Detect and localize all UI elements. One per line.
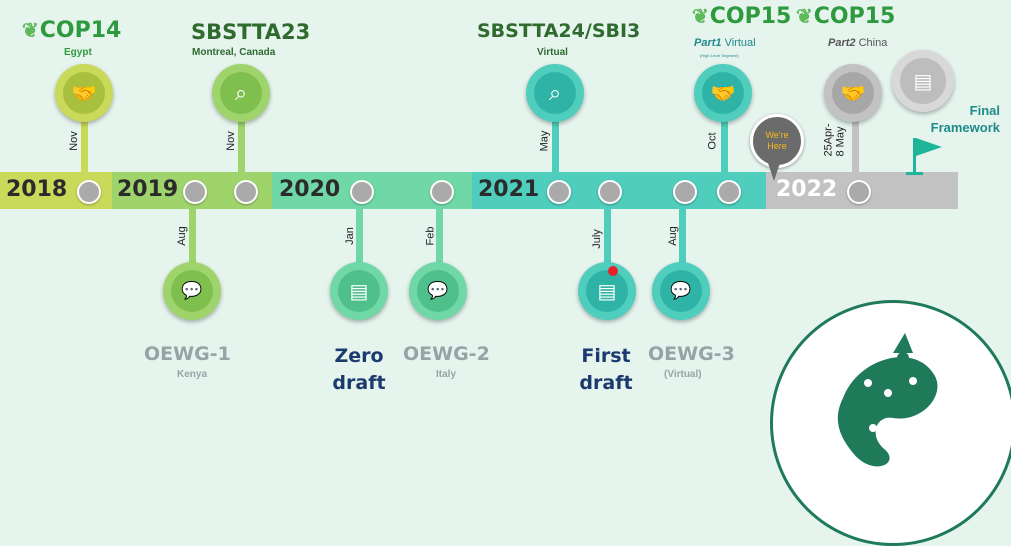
event-circle-sbstta23[interactable]: ⌕ (212, 64, 270, 122)
month-label: Jan (343, 227, 356, 245)
timeline-dot (430, 180, 454, 204)
event-circle-first-draft[interactable]: ▤ (578, 262, 636, 320)
timeline-dot (673, 180, 697, 204)
event-title-oewg2: OEWG-2 (403, 343, 490, 365)
connector-stem (721, 112, 728, 182)
leaf-icon: ❦ (692, 6, 709, 28)
event-title-zero-draft: Zero draft (332, 345, 386, 394)
connector-stem (189, 200, 196, 270)
flag-cloth (916, 138, 942, 156)
location-pin: We're Here (750, 114, 804, 168)
event-circle-sbstta24[interactable]: ⌕ (526, 64, 584, 122)
connector-stem (679, 200, 686, 270)
connector-stem (81, 112, 88, 182)
event-subtitle: Montreal, Canada (192, 47, 276, 58)
year-label-2021: 2021 (478, 177, 540, 202)
month-label: Aug (175, 226, 188, 246)
magnifier-icon: ⌕ (548, 80, 562, 105)
event-circle-oewg3[interactable]: 💬 (652, 262, 710, 320)
month-label: July (590, 229, 603, 249)
year-label-2020: 2020 (279, 177, 341, 202)
event-title-sbstta23: SBSTTA23 (191, 20, 311, 44)
timeline-dot (183, 180, 207, 204)
timeline-dot (234, 180, 258, 204)
event-note: (High Level Segment) (700, 53, 739, 58)
event-circle-cop15-part2[interactable]: 🤝 (824, 64, 882, 122)
event-circle-zero-draft[interactable]: ▤ (330, 262, 388, 320)
connector-stem (238, 112, 245, 182)
connector-stem (436, 200, 443, 270)
event-title-oewg1: OEWG-1 (144, 343, 231, 365)
event-subtitle: Italy (436, 369, 457, 380)
event-subtitle: Virtual (537, 47, 568, 58)
connector-stem (852, 112, 859, 182)
month-label: Nov (67, 131, 80, 151)
event-circle-cop15-part1[interactable]: 🤝 (694, 64, 752, 122)
event-title-cop15-part2: ❦COP15 (796, 4, 896, 29)
timeline-dot (847, 180, 871, 204)
handshake-icon: 🤝 (840, 82, 866, 105)
chat-icon: 💬 (670, 281, 692, 300)
event-subtitle: (Virtual) (664, 369, 702, 380)
year-label-2019: 2019 (117, 177, 179, 202)
month-label: Feb (424, 226, 437, 246)
timeline-dot (77, 180, 101, 204)
event-title-cop14: ❦COP14 (22, 18, 122, 43)
month-label: 25Apr- 8 May (822, 123, 847, 157)
were-here-label: We're Here (765, 130, 789, 151)
event-circle-oewg1[interactable]: 💬 (163, 262, 221, 320)
event-title-oewg3: OEWG-3 (648, 343, 735, 365)
timeline-dot (598, 180, 622, 204)
event-subtitle: Kenya (177, 369, 208, 380)
chat-icon: 💬 (427, 281, 449, 300)
magnifier-icon: ⌕ (234, 80, 248, 105)
event-title-sbstta24: SBSTTA24/SBI3 (477, 20, 641, 42)
document-icon: ▤ (913, 70, 933, 93)
event-subtitle: Part1 Virtual (694, 37, 756, 49)
leaf-icon: ❦ (22, 20, 39, 42)
connector-stem (604, 200, 611, 270)
leaf-icon: ❦ (796, 6, 813, 28)
final-framework-label: Final Framework (930, 103, 1000, 135)
timeline-dot (547, 180, 571, 204)
event-circle-oewg2[interactable]: 💬 (409, 262, 467, 320)
event-subtitle: Egypt (64, 47, 92, 58)
handshake-icon: 🤝 (71, 82, 97, 105)
timeline-dot (350, 180, 374, 204)
document-icon: ▤ (597, 280, 617, 303)
connector-stem (552, 112, 559, 182)
connector-stem (356, 200, 363, 270)
flag-base (906, 172, 923, 175)
chat-icon: 💬 (181, 281, 203, 300)
event-subtitle: Part2 China (828, 37, 888, 49)
month-label: Oct (706, 132, 719, 150)
location-pin-tail (768, 163, 780, 181)
month-label: Aug (666, 226, 679, 246)
month-label: Nov (224, 131, 237, 151)
timeline-dot (717, 180, 741, 204)
peacock-seal-emblem (770, 300, 1011, 546)
event-title-first-draft: First draft (579, 345, 633, 394)
red-dot (608, 266, 618, 276)
month-label: May (538, 130, 551, 152)
handshake-icon: 🤝 (710, 82, 736, 105)
event-circle-cop14[interactable]: 🤝 (55, 64, 113, 122)
year-label-2022: 2022 (776, 177, 838, 202)
flag-icon (913, 138, 916, 174)
final-framework-circle[interactable]: ▤ (892, 50, 954, 112)
document-icon: ▤ (349, 280, 369, 303)
event-title-cop15-part1: ❦COP15 (692, 4, 792, 29)
year-label-2018: 2018 (6, 177, 68, 202)
